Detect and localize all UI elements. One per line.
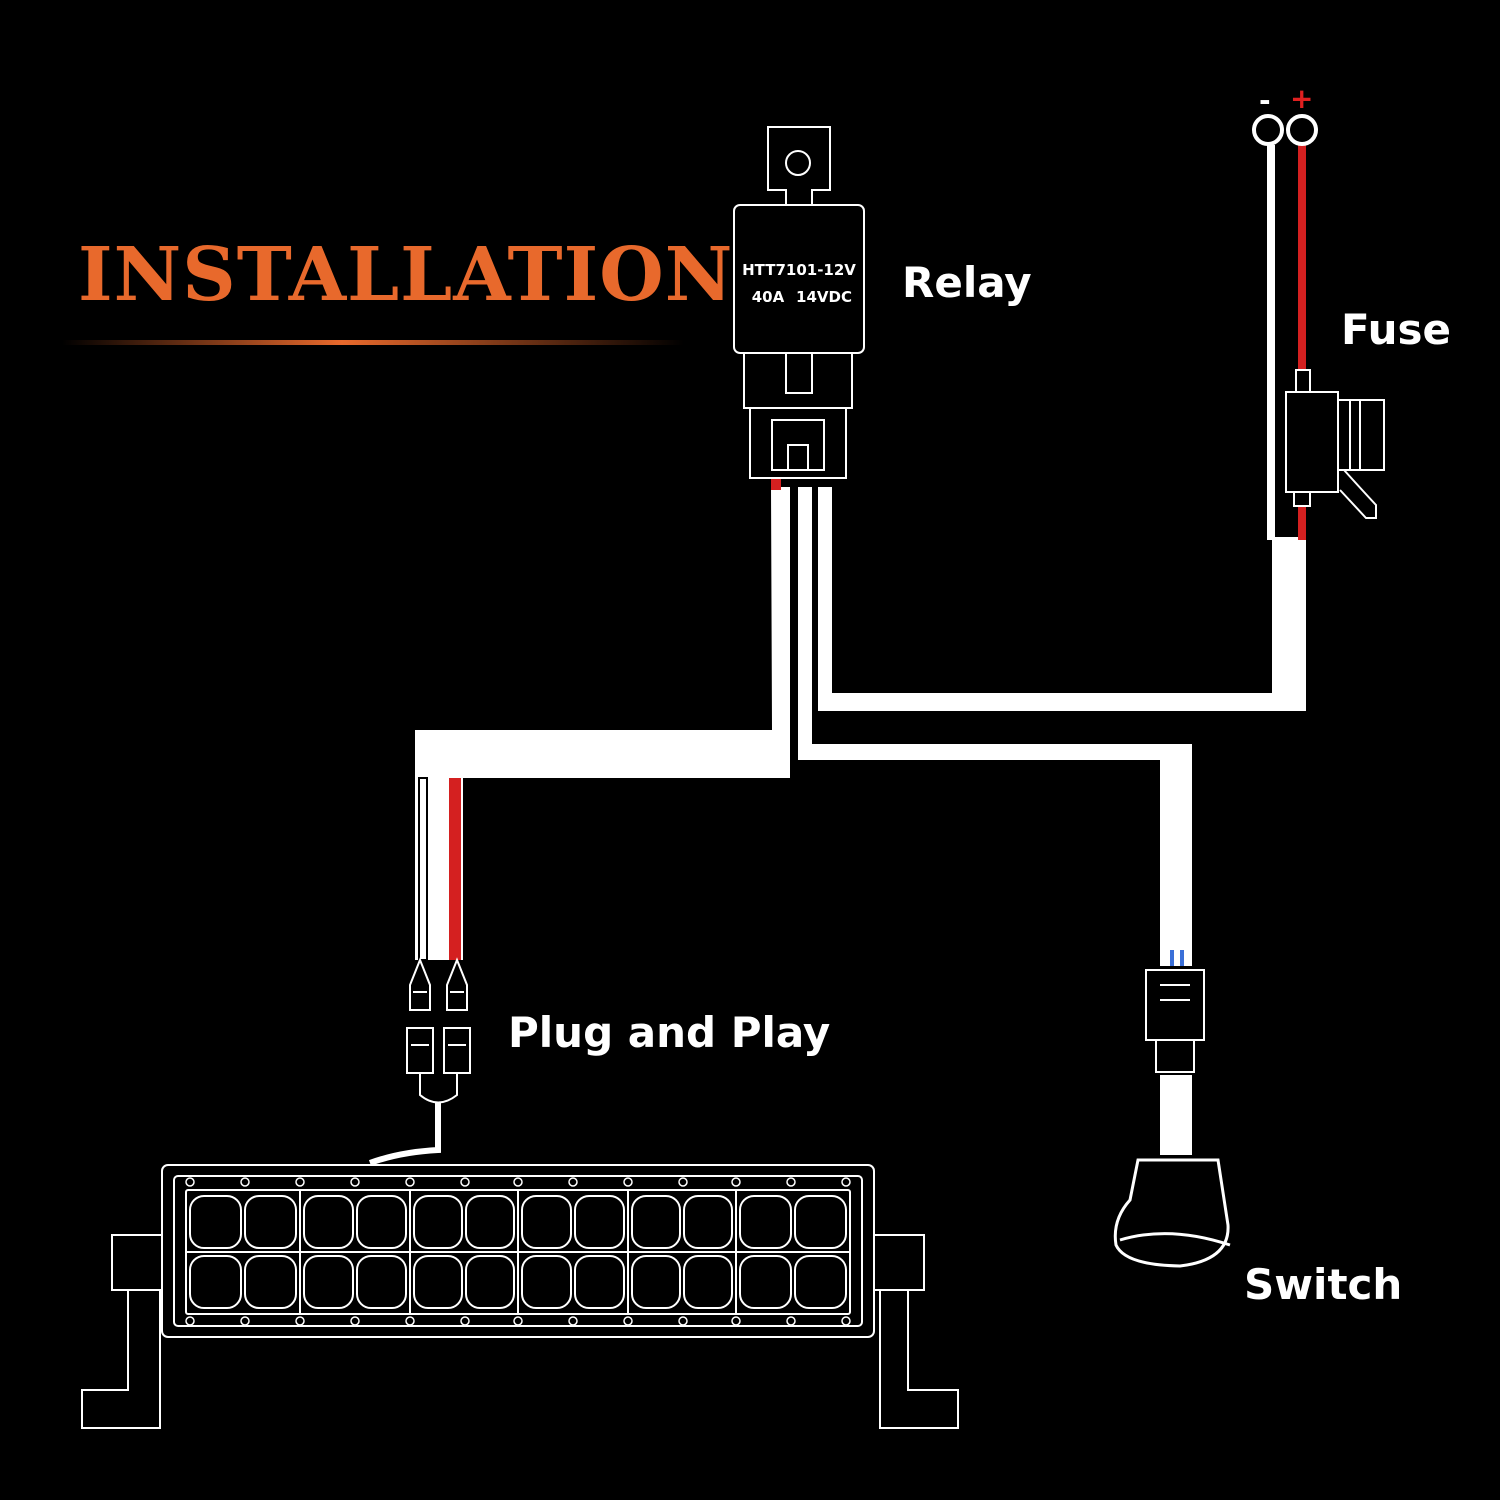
relay-icon — [733, 126, 865, 479]
led-cell — [189, 1195, 242, 1249]
led-cell — [574, 1255, 625, 1309]
led-cell — [574, 1195, 625, 1249]
led-cell — [244, 1195, 297, 1249]
bar-screw — [731, 1177, 741, 1187]
bar-screw — [841, 1177, 851, 1187]
harness-main — [415, 487, 1306, 960]
bar-screw — [623, 1316, 633, 1326]
relay-label: Relay — [902, 258, 1032, 307]
bar-screw — [240, 1316, 250, 1326]
negative-terminal-icon — [1252, 114, 1284, 146]
bar-screw — [405, 1316, 415, 1326]
relay-model-text: HTT7101-12V — [742, 261, 856, 279]
wire-white-plug — [418, 777, 428, 961]
wire-red-relay — [771, 478, 781, 490]
relay-current-text: 40A — [752, 288, 785, 306]
bar-screw — [513, 1316, 523, 1326]
page-title: INSTALLATION — [78, 232, 734, 318]
bar-screw — [678, 1177, 688, 1187]
bar-screw — [786, 1316, 796, 1326]
plug-connector-icon — [368, 957, 471, 1166]
led-cell — [303, 1255, 354, 1309]
led-cell — [794, 1195, 847, 1249]
bar-screws — [185, 1177, 851, 1326]
led-cell — [794, 1255, 847, 1309]
led-cell — [631, 1255, 681, 1309]
relay-voltage-text: 14VDC — [796, 288, 852, 306]
bar-screw — [295, 1177, 305, 1187]
positive-sign: + — [1290, 82, 1314, 115]
bar-screw — [841, 1316, 851, 1326]
led-cell — [521, 1255, 572, 1309]
bar-screw — [185, 1316, 195, 1326]
bar-screw — [786, 1177, 796, 1187]
title-underline — [62, 340, 684, 345]
led-cell — [683, 1255, 733, 1309]
fuse-label: Fuse — [1341, 305, 1451, 354]
led-cell — [739, 1195, 792, 1249]
plug-and-play-label: Plug and Play — [508, 1008, 831, 1057]
harness-left-branch — [415, 487, 790, 778]
led-cell — [413, 1255, 463, 1309]
led-light-bar-icon — [81, 1164, 959, 1429]
led-cell — [356, 1195, 407, 1249]
led-cell — [465, 1195, 515, 1249]
bar-screw — [623, 1177, 633, 1187]
led-cell — [521, 1195, 572, 1249]
bar-screw — [568, 1177, 578, 1187]
led-cells — [189, 1195, 847, 1309]
bar-screw — [350, 1177, 360, 1187]
switch-label: Switch — [1244, 1260, 1403, 1309]
led-cell — [356, 1255, 407, 1309]
led-cell — [303, 1195, 354, 1249]
fuse-icon — [1285, 369, 1385, 519]
led-cell — [465, 1255, 515, 1309]
bar-screw — [513, 1177, 523, 1187]
wire-red-battery — [1298, 145, 1306, 370]
bar-screw — [678, 1316, 688, 1326]
bar-screw — [460, 1316, 470, 1326]
led-cell — [189, 1255, 242, 1309]
bar-screw — [731, 1316, 741, 1326]
harness-fuse-branch — [818, 487, 1306, 711]
bar-screw — [185, 1177, 195, 1187]
negative-sign: - — [1259, 84, 1271, 117]
bar-screw — [460, 1177, 470, 1187]
led-cell — [244, 1255, 297, 1309]
wire-red-plug — [449, 778, 461, 960]
bar-screw — [295, 1316, 305, 1326]
led-cell — [413, 1195, 463, 1249]
bar-screw — [240, 1177, 250, 1187]
led-cell — [739, 1255, 792, 1309]
wire-red-fuse-out — [1298, 505, 1306, 540]
switch-icon — [1113, 948, 1231, 1268]
harness-switch-branch — [798, 487, 1192, 950]
led-cell — [631, 1195, 681, 1249]
led-cell — [683, 1195, 733, 1249]
bar-screw — [405, 1177, 415, 1187]
positive-terminal-icon — [1286, 114, 1318, 146]
bar-screw — [350, 1316, 360, 1326]
wire-white-battery — [1267, 145, 1275, 540]
bar-screw — [568, 1316, 578, 1326]
